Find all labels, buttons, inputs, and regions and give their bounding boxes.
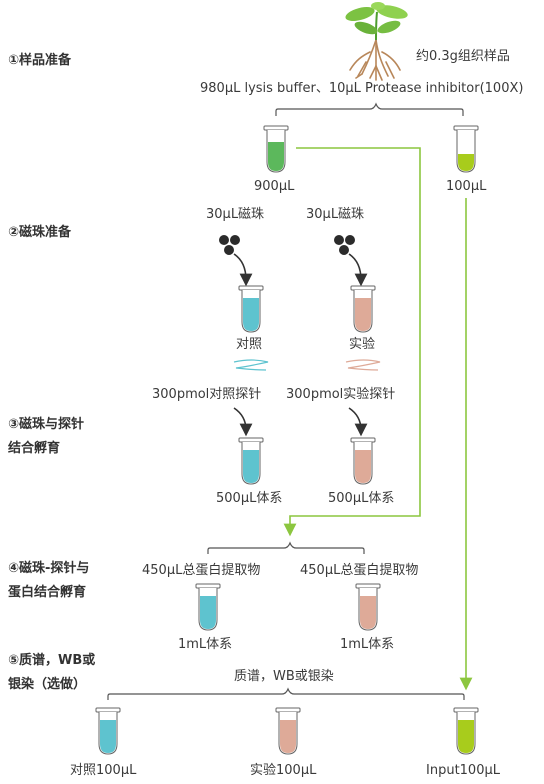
experiment-probe-icon <box>345 359 381 371</box>
protein-right-label: 450μL总蛋白提取物 <box>300 562 418 578</box>
tube-experiment-beads <box>350 285 376 333</box>
experiment-probe-label: 300pmol实验探针 <box>286 386 395 402</box>
tube-experiment-probe <box>350 437 376 485</box>
protein-left-label: 450μL总蛋白提取物 <box>142 562 260 578</box>
lysate-900-label: 900μL <box>254 179 295 194</box>
magnetic-beads-left-icon <box>219 235 240 255</box>
split-bracket <box>275 102 464 116</box>
experiment-1ml-label: 1mL体系 <box>340 637 394 652</box>
tube-control-probe <box>238 437 264 485</box>
beads-left-arrow <box>233 253 253 287</box>
control-probe-icon <box>233 359 269 371</box>
control-label: 对照 <box>236 337 262 352</box>
control-volume-label: 500μL体系 <box>216 491 282 506</box>
magnetic-beads-right-icon <box>334 235 355 255</box>
lysis-buffer-label: 980μL lysis buffer、10μL Protease inhibit… <box>200 81 523 96</box>
step-3-label-line2: 结合孵育 <box>8 440 60 456</box>
tube-experiment-protein <box>355 583 381 631</box>
tube-lysate-900 <box>263 125 289 173</box>
step-5-label-line2: 银染（选做） <box>8 676 86 692</box>
step-4-label-line2: 蛋白结合孵育 <box>8 584 86 600</box>
tube-control-protein <box>195 583 221 631</box>
step-1-label: ①样品准备 <box>8 52 72 68</box>
step-4-label-line1: ④磁珠-探针与 <box>8 560 89 576</box>
analysis-methods-label: 质谱，WB或银染 <box>234 669 334 684</box>
protein-bracket <box>207 541 365 554</box>
output-input-label: Input100μL <box>426 763 501 778</box>
step-2-label: ②磁珠准备 <box>8 224 72 240</box>
experiment-label: 实验 <box>349 336 375 352</box>
tube-control-beads <box>238 285 264 333</box>
beads-right-label: 30μL磁珠 <box>306 207 364 222</box>
tube-experiment-output <box>275 707 301 755</box>
output-experiment-label: 实验100μL <box>250 762 317 778</box>
green-flow-arrow-lysate <box>283 147 421 537</box>
control-1ml-label: 1mL体系 <box>178 637 232 652</box>
tube-control-output <box>95 707 121 755</box>
step-5-label-line1: ⑤质谱，WB或 <box>8 652 95 668</box>
probe-right-arrow <box>348 407 368 437</box>
step-3-label-line1: ③磁珠与探针 <box>8 416 84 432</box>
output-control-label: 对照100μL <box>70 763 137 778</box>
beads-left-label: 30μL磁珠 <box>206 207 264 222</box>
lysate-100-label: 100μL <box>446 179 487 194</box>
tube-input-output <box>453 707 479 755</box>
experiment-volume-label: 500μL体系 <box>328 491 394 506</box>
probe-left-arrow <box>233 407 253 437</box>
tube-lysate-100 <box>453 125 479 173</box>
analysis-bracket <box>107 687 465 700</box>
beads-right-arrow <box>348 253 368 287</box>
plant-icon <box>345 2 408 81</box>
control-probe-label: 300pmol对照探针 <box>152 387 261 402</box>
tissue-sample-label: 约0.3g组织样品 <box>416 49 510 64</box>
